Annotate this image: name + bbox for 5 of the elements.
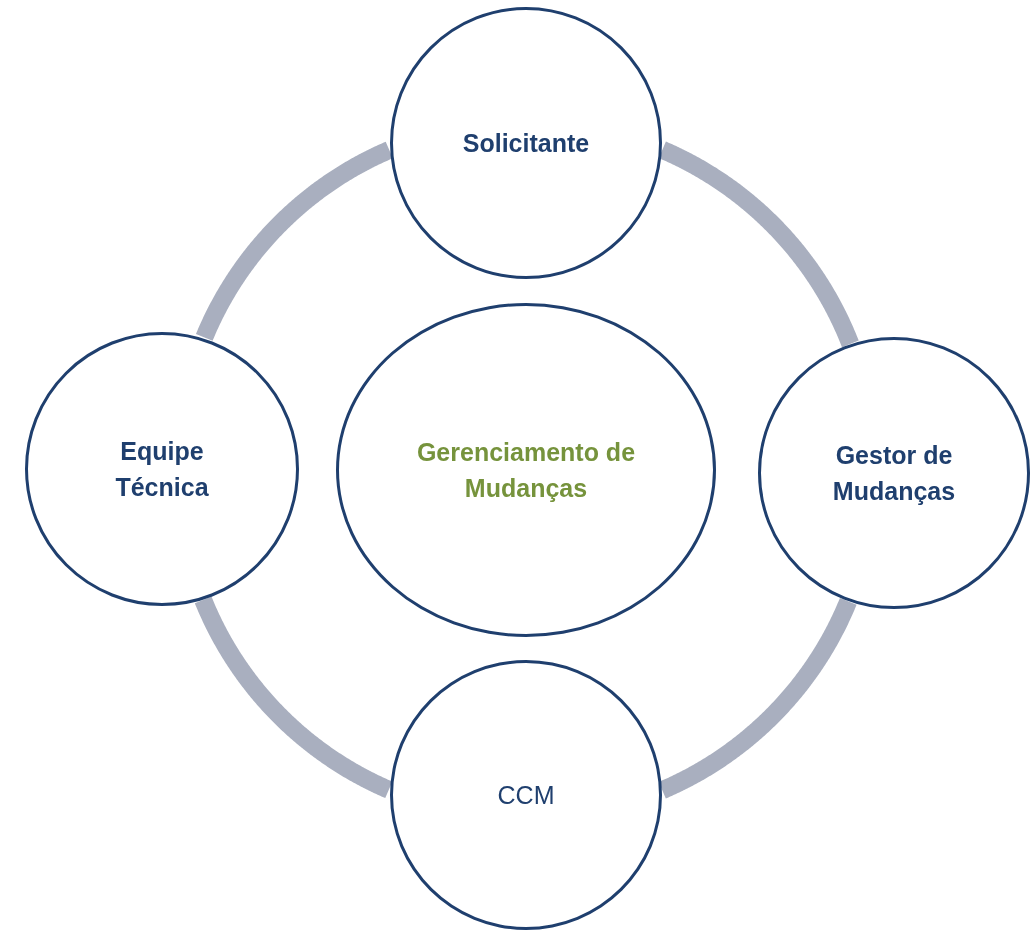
node-label: CCM [497,779,555,811]
node-label: Gerenciamento de Mudanças [415,436,637,504]
node-label: Solicitante [462,127,590,159]
node-label: Gestor de Mudanças [831,439,957,507]
node-label: Equipe Técnica [114,435,210,503]
